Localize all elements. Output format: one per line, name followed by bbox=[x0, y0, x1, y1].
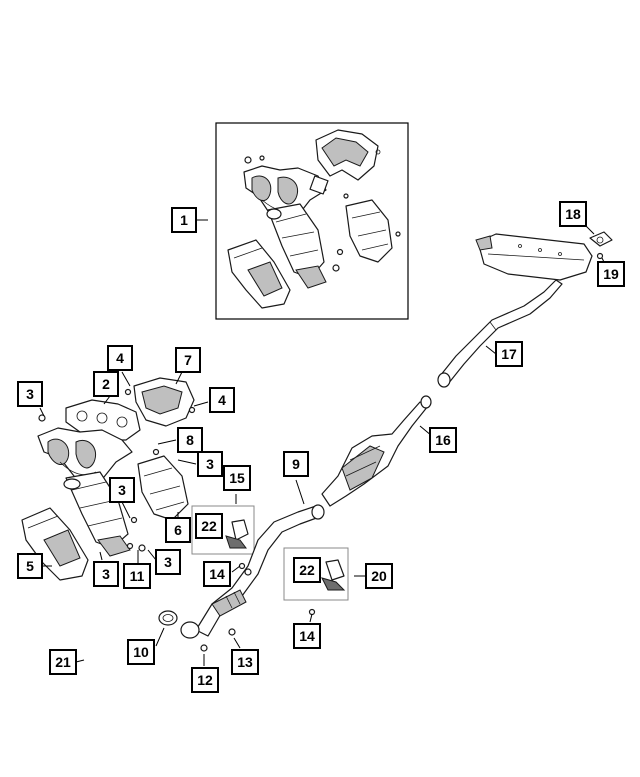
callout-20: 20 bbox=[365, 563, 393, 589]
lower-heat-shield-left bbox=[21, 507, 89, 581]
intermediate-pipe-resonator bbox=[321, 395, 432, 507]
callout-12-label: 12 bbox=[197, 672, 213, 688]
isolator-group-frame-15 bbox=[191, 505, 255, 555]
callout-3c-label: 3 bbox=[118, 482, 126, 498]
bolt-14a bbox=[238, 562, 246, 570]
catalytic-converter bbox=[63, 471, 131, 557]
callout-10: 10 bbox=[127, 639, 155, 665]
flange-gasket bbox=[158, 610, 178, 626]
callout-3a-label: 3 bbox=[26, 386, 34, 402]
callout-17: 17 bbox=[495, 341, 523, 367]
callout-8: 8 bbox=[177, 427, 203, 453]
callout-19: 19 bbox=[597, 261, 625, 287]
inset-catalytic-converter bbox=[266, 203, 327, 289]
callout-3e-label: 3 bbox=[102, 566, 110, 582]
inset-exhaust-manifold bbox=[243, 165, 329, 229]
callout-16-label: 16 bbox=[435, 432, 451, 448]
callout-4a: 4 bbox=[107, 345, 133, 371]
callout-20-label: 20 bbox=[371, 568, 387, 584]
callout-1-label: 1 bbox=[180, 212, 188, 228]
callout-19-label: 19 bbox=[603, 266, 619, 282]
callout-2: 2 bbox=[93, 371, 119, 397]
callout-10-label: 10 bbox=[133, 644, 149, 660]
manifold-fasteners bbox=[38, 388, 196, 552]
inset-lower-heat-shield-right bbox=[345, 199, 393, 263]
upper-heat-shield bbox=[133, 377, 195, 427]
callout-11: 11 bbox=[123, 563, 151, 589]
manifold-assembly-inset-frame bbox=[215, 122, 409, 320]
callout-21-label: 21 bbox=[55, 654, 71, 670]
callout-18-label: 18 bbox=[565, 206, 581, 222]
callout-4a-label: 4 bbox=[116, 350, 124, 366]
bolt-14b bbox=[308, 608, 316, 616]
inset-upper-heat-shield bbox=[315, 129, 381, 181]
callout-14a: 14 bbox=[203, 561, 231, 587]
callout-14a-label: 14 bbox=[209, 566, 225, 582]
callout-22b-label: 22 bbox=[299, 562, 315, 578]
muffler bbox=[475, 233, 593, 281]
callout-14b-label: 14 bbox=[299, 628, 315, 644]
callout-13: 13 bbox=[231, 649, 259, 675]
callout-12: 12 bbox=[191, 667, 219, 693]
front-exhaust-pipe bbox=[180, 504, 325, 639]
callout-17-label: 17 bbox=[501, 346, 517, 362]
bolt-13 bbox=[228, 628, 236, 636]
bolt-12 bbox=[200, 644, 208, 652]
callout-3d-label: 3 bbox=[164, 554, 172, 570]
callout-6-label: 6 bbox=[174, 522, 182, 538]
bolt-19 bbox=[596, 252, 604, 260]
callout-4b-label: 4 bbox=[218, 392, 226, 408]
callout-22a-label: 22 bbox=[201, 518, 217, 534]
callout-4b: 4 bbox=[209, 387, 235, 413]
callout-5: 5 bbox=[17, 553, 43, 579]
callout-6: 6 bbox=[165, 517, 191, 543]
callout-13-label: 13 bbox=[237, 654, 253, 670]
callout-3a: 3 bbox=[17, 381, 43, 407]
callout-22a: 22 bbox=[195, 513, 223, 539]
leader-lines bbox=[39, 219, 607, 666]
callout-3b: 3 bbox=[197, 451, 223, 477]
callout-15: 15 bbox=[223, 465, 251, 491]
callout-16: 16 bbox=[429, 427, 457, 453]
callout-5-label: 5 bbox=[26, 558, 34, 574]
callout-15-label: 15 bbox=[229, 470, 245, 486]
isolator-15 bbox=[225, 519, 249, 549]
callout-21: 21 bbox=[49, 649, 77, 675]
callout-22b: 22 bbox=[293, 557, 321, 583]
inset-lower-heat-shield-left bbox=[227, 239, 291, 309]
callout-18: 18 bbox=[559, 201, 587, 227]
lower-heat-shield-right bbox=[137, 455, 189, 521]
callout-3b-label: 3 bbox=[206, 456, 214, 472]
inset-fasteners bbox=[244, 155, 401, 272]
tail-pipe bbox=[437, 279, 563, 388]
callout-2-label: 2 bbox=[102, 376, 110, 392]
callout-9: 9 bbox=[283, 451, 309, 477]
callout-11-label: 11 bbox=[130, 568, 145, 584]
callout-8-label: 8 bbox=[186, 432, 194, 448]
callout-7-label: 7 bbox=[184, 352, 192, 368]
callout-7: 7 bbox=[175, 347, 201, 373]
muffler-hanger bbox=[589, 231, 613, 247]
exhaust-manifold bbox=[37, 427, 133, 493]
callout-14b: 14 bbox=[293, 623, 321, 649]
callout-3c: 3 bbox=[109, 477, 135, 503]
callout-3d: 3 bbox=[155, 549, 181, 575]
isolator-group-frame-20 bbox=[283, 547, 349, 601]
callout-1: 1 bbox=[171, 207, 197, 233]
isolator-20 bbox=[321, 559, 346, 591]
callout-3e: 3 bbox=[93, 561, 119, 587]
callout-9-label: 9 bbox=[292, 456, 300, 472]
